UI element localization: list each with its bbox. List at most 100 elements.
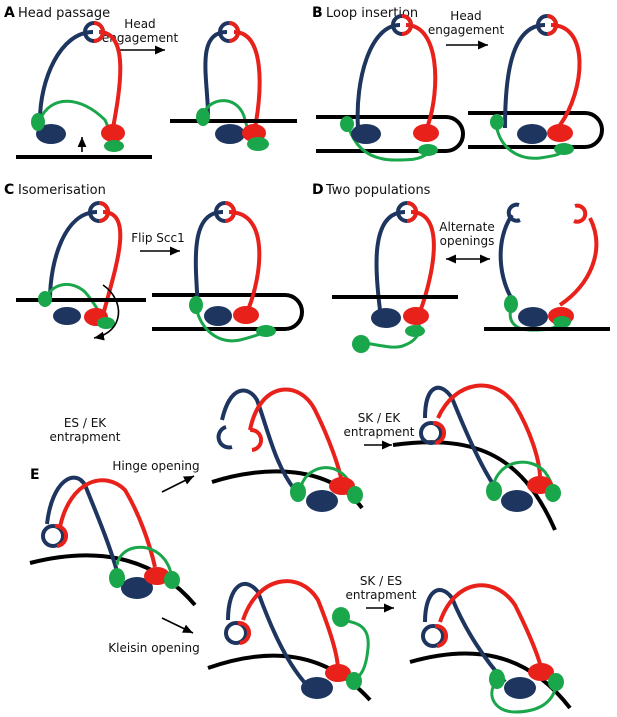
panel-e-letter: E xyxy=(30,467,40,483)
hinge-opening-label: Hinge opening xyxy=(112,459,199,473)
smc3-head xyxy=(325,664,351,682)
hinge-smc1-open xyxy=(506,202,521,223)
panel-a-cohesin-right xyxy=(170,21,297,151)
rotation-arrow xyxy=(93,284,120,341)
smc3-arm xyxy=(405,23,438,126)
kleisin xyxy=(346,124,429,162)
panel-e-cohesin-sk-es xyxy=(409,583,572,714)
panel-b-cohesin-right xyxy=(468,14,604,160)
panel-e-cohesin-hinge-open xyxy=(211,387,364,512)
smc1-arm xyxy=(503,23,546,129)
hinge-smc3 xyxy=(54,523,68,548)
panel-a: A Head passage Head engagement xyxy=(4,5,297,159)
kleisin xyxy=(490,679,557,714)
hinge-opening-arrow xyxy=(161,475,195,493)
smc1-head xyxy=(501,490,533,512)
panel-e: E ES / EK entrapment Hinge opening Kleis… xyxy=(29,383,572,714)
smc3-arm xyxy=(233,30,262,129)
smc3-head xyxy=(144,567,170,585)
sk-ek-label-1: SK / EK xyxy=(358,411,402,425)
hinge-smc3 xyxy=(406,201,418,223)
panel-a-arrow-label-2: engagement xyxy=(102,31,179,45)
panel-e-cohesin-start xyxy=(29,475,197,607)
kleisin-n-domain xyxy=(109,568,125,588)
hinge-smc3 xyxy=(93,21,105,43)
panel-a-title: Head passage xyxy=(18,6,110,21)
panel-e-start-label-2: entrapment xyxy=(50,430,121,444)
smc3-head xyxy=(413,124,439,142)
smc1-head xyxy=(504,677,536,699)
smc3-arm xyxy=(98,30,123,129)
panel-e-start-label-1: ES / EK xyxy=(64,416,107,430)
hinge-smc3 xyxy=(224,201,236,223)
panel-c-arrow-label: Flip Scc1 xyxy=(131,231,184,245)
hinge-smc3 xyxy=(546,14,558,36)
smc3-arm xyxy=(58,478,157,568)
panel-b-letter: B xyxy=(312,5,323,21)
smc1-head xyxy=(215,124,245,144)
smc3-head xyxy=(233,306,259,324)
smc3-arm xyxy=(436,383,542,479)
kleisin-n-domain xyxy=(38,291,52,307)
panel-d-arrow-label-2: openings xyxy=(440,234,495,248)
smc1-arm xyxy=(226,581,307,685)
kleisin-c-domain xyxy=(553,316,571,328)
smc3-arm xyxy=(248,387,344,484)
smc1-head xyxy=(36,124,66,144)
smc1-head xyxy=(204,306,232,326)
panel-a-letter: A xyxy=(4,5,15,21)
panel-e-cohesin-kleisin-open xyxy=(207,579,372,702)
panel-a-cohesin-left xyxy=(16,21,152,159)
smc1-head xyxy=(517,124,547,144)
panel-d: D Two populations Alternate openings xyxy=(312,182,610,353)
panel-b-cohesin-left xyxy=(316,14,465,162)
kleisin-n-domain xyxy=(196,108,210,126)
kleisin-n-domain xyxy=(504,295,518,313)
smc1-arm xyxy=(355,23,401,129)
panel-d-cohesin-right xyxy=(484,202,610,332)
panel-c-letter: C xyxy=(4,182,14,198)
panel-c-cohesin-right xyxy=(152,201,304,343)
smc3-head xyxy=(403,307,429,325)
kleisin-c-domain xyxy=(247,137,269,151)
smc1-arm xyxy=(423,385,497,489)
sk-ek-label-2: entrapment xyxy=(344,425,415,439)
panel-d-letter: D xyxy=(312,182,324,198)
kleisin-n-domain xyxy=(486,481,502,501)
smc1-arm xyxy=(498,213,517,306)
kleisin-n-domain xyxy=(352,335,370,353)
panel-b: B Loop insertion Head engagement xyxy=(312,5,604,162)
kleisin-opening-label: Kleisin opening xyxy=(108,641,199,655)
hinge-smc3 xyxy=(228,21,240,43)
smc3-arm xyxy=(438,583,544,673)
hinge-smc3-open xyxy=(573,203,588,224)
smc1-head xyxy=(351,124,381,144)
panel-d-title: Two populations xyxy=(325,183,431,198)
kleisin-c-domain xyxy=(545,484,561,502)
kleisin-n-domain xyxy=(489,669,505,689)
kleisin-c-domain xyxy=(256,325,276,337)
kleisin-c-domain xyxy=(548,673,564,691)
panel-a-arrow-label-1: Head xyxy=(124,17,155,31)
smc1-arm xyxy=(48,210,98,301)
smc3-head xyxy=(528,663,554,681)
sk-es-label-1: SK / ES xyxy=(360,574,402,588)
kleisin-c-domain xyxy=(554,143,574,155)
smc1-arm xyxy=(193,210,224,308)
smc3-head xyxy=(547,124,573,142)
kleisin-n-domain xyxy=(490,114,504,130)
smc1-head xyxy=(371,308,401,328)
smc1-head xyxy=(121,577,153,599)
hinge-smc3 xyxy=(401,14,413,36)
kleisin-c-domain xyxy=(104,140,124,152)
dna-loop xyxy=(468,111,604,149)
smc1-arm xyxy=(220,388,297,492)
kleisin-n-domain xyxy=(189,296,203,314)
kleisin-n-domain xyxy=(290,482,306,502)
hinge-smc3 xyxy=(98,201,110,223)
panel-b-title: Loop insertion xyxy=(326,6,418,21)
smc1-arm xyxy=(38,30,94,121)
smc1-head xyxy=(53,307,81,325)
panel-b-arrow-label-2: engagement xyxy=(428,23,505,37)
panel-c-cohesin-left xyxy=(16,201,146,341)
